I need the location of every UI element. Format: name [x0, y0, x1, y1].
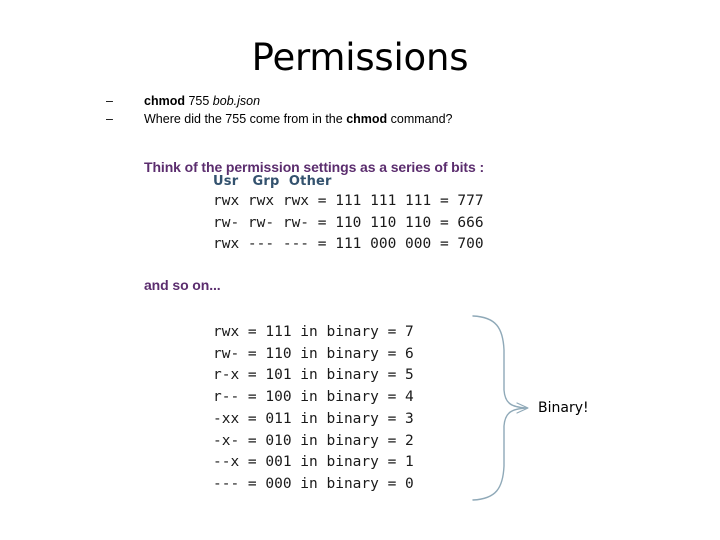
binary-reference-table: rwx = 111 in binary = 7 rw- = 110 in bin… [213, 324, 414, 492]
list-item-text: chmod 755 bob.json [144, 92, 260, 110]
bullet-dash-icon: – [106, 112, 113, 126]
bullet-dash-icon: – [106, 94, 113, 108]
lead-in-heading: Think of the permission settings as a se… [144, 159, 485, 175]
command-mode: 755 [184, 94, 213, 108]
binary-callout-label: Binary! [538, 400, 589, 416]
list-item-text: Where did the 755 come from in the chmod… [144, 110, 452, 128]
command-name: chmod [346, 112, 388, 126]
page-title: Permissions [251, 36, 469, 79]
list-item: – Where did the 755 come from in the chm… [106, 110, 666, 128]
question-text-end: command? [387, 112, 453, 126]
question-text-start: Where did the 755 come from in the [144, 112, 347, 126]
and-so-on-text: and so on... [144, 277, 221, 293]
bullet-list: – chmod 755 bob.json – Where did the 755… [106, 92, 666, 128]
command-name: chmod [144, 94, 185, 108]
list-item: – chmod 755 bob.json [106, 92, 666, 110]
command-filename: bob.json [212, 94, 261, 108]
permission-column-headers: Usr Grp Other [213, 174, 332, 189]
curly-brace-connector-icon [472, 315, 529, 501]
permission-table: rwx rwx rwx = 111 111 111 = 777 rw- rw- … [213, 193, 484, 252]
